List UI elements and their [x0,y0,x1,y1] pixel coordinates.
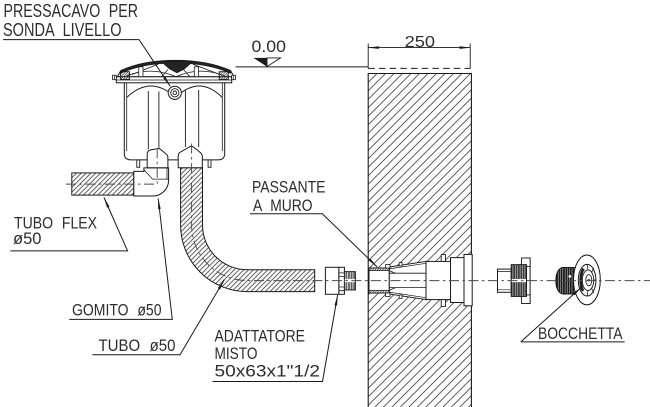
wall-outline [367,72,472,407]
leader-lines [3,39,625,382]
adapter-thread-centerband [344,279,355,283]
datum-triangle-open [266,57,283,68]
label-adattatore-line2: MISTO [215,344,258,363]
curved-tube-body [180,167,316,293]
lid-facet-line-1 [131,63,159,75]
conduit-socket-thread-bottom [369,290,390,293]
label-pressacavo-line1: PRESSACAVO PER [4,0,139,21]
tubo-leader [92,279,225,356]
elbow-fitting [133,167,170,197]
label-passante-line1: PASSANTE [252,178,326,197]
lid-facet-line-2 [192,63,221,75]
conduit-socket-thread-top [369,268,390,271]
text-labels: PRESSACAVO PER SONDA LIVELLO 0.00 250 PA… [3,0,623,381]
wall-section [367,72,472,407]
nipple-knurl-centerband [511,279,526,283]
curved-tube [180,167,316,293]
centerline-main-run [191,143,650,282]
lid-rib-right [193,66,199,78]
gland-center-circle [172,90,178,96]
gasket-left [119,71,130,80]
gland-outer-circle [167,85,182,100]
nipple-thread-lines [497,271,512,291]
level-tank [112,60,236,168]
label-wall-thickness: 250 [405,34,436,51]
label-tubo-flex-line1: TUBO FLEX [14,214,97,233]
label-tubo: TUBO ø50 [99,336,176,355]
nozzle-body-highlight [568,275,572,278]
elbow-body [133,167,170,197]
gasket-right [218,71,229,80]
cable-gland [167,85,182,100]
tank-leg-left [136,159,141,168]
nozzle-ring-shadow [579,267,585,292]
conduit-rib-bottom [440,299,446,307]
adattatore-leader [212,294,339,382]
label-water-level: 0.00 [252,37,287,56]
conduit-socket-tab-bottom [385,292,391,297]
pressacavo-leader [3,39,171,87]
conduit-socket-tab-top [385,264,391,269]
datum-symbol [253,57,283,68]
label-adattatore-line1: ADATTATORE [215,327,306,346]
passante-leader [250,213,378,268]
nozzle [555,254,601,306]
centerlines [66,143,650,282]
bocchetta-leader [520,286,582,343]
wall-hatch-fill [368,73,472,407]
conduit-rib-taper-bottom [398,294,403,299]
conduit-bore-throat [389,270,396,291]
conduit-end-collar [463,253,473,307]
gomito-leader [69,198,173,320]
lid-facet-line-4 [183,69,191,78]
datum-triangle-filled [253,57,267,67]
label-passante-line2: A MURO [253,196,313,215]
label-pressacavo-line2: SONDA LIVELLO [3,19,122,40]
adapter-nut-facets [338,272,345,292]
water-level-line [235,57,471,69]
wall-dimension [367,43,471,69]
label-gomito: GOMITO ø50 [72,301,162,320]
conduit-cylinder-b [450,257,465,304]
tubo-flex-leader [10,197,129,252]
conduit-rib-taper-top [398,262,403,267]
nozzle-ring [577,263,597,297]
lid-dome-band [120,60,231,74]
conduit-taper-inner-walls [389,262,427,299]
tank-body [123,82,226,161]
conduit-rib-top [440,254,446,262]
label-tubo-flex-line2: ø50 [13,229,42,248]
nozzle-spokes [586,264,596,296]
label-adattatore-line3: 50x63x1"1/2 [215,362,321,381]
lid-rib-left [138,66,144,78]
lid-knob [160,61,194,74]
elbow-chamfer [143,169,153,180]
tank-leg-right [207,159,212,168]
gland-mid-circle [170,88,180,98]
conduit-socket-bore-lines [369,270,390,291]
label-bocchetta: BOCCHETTA [538,324,623,343]
